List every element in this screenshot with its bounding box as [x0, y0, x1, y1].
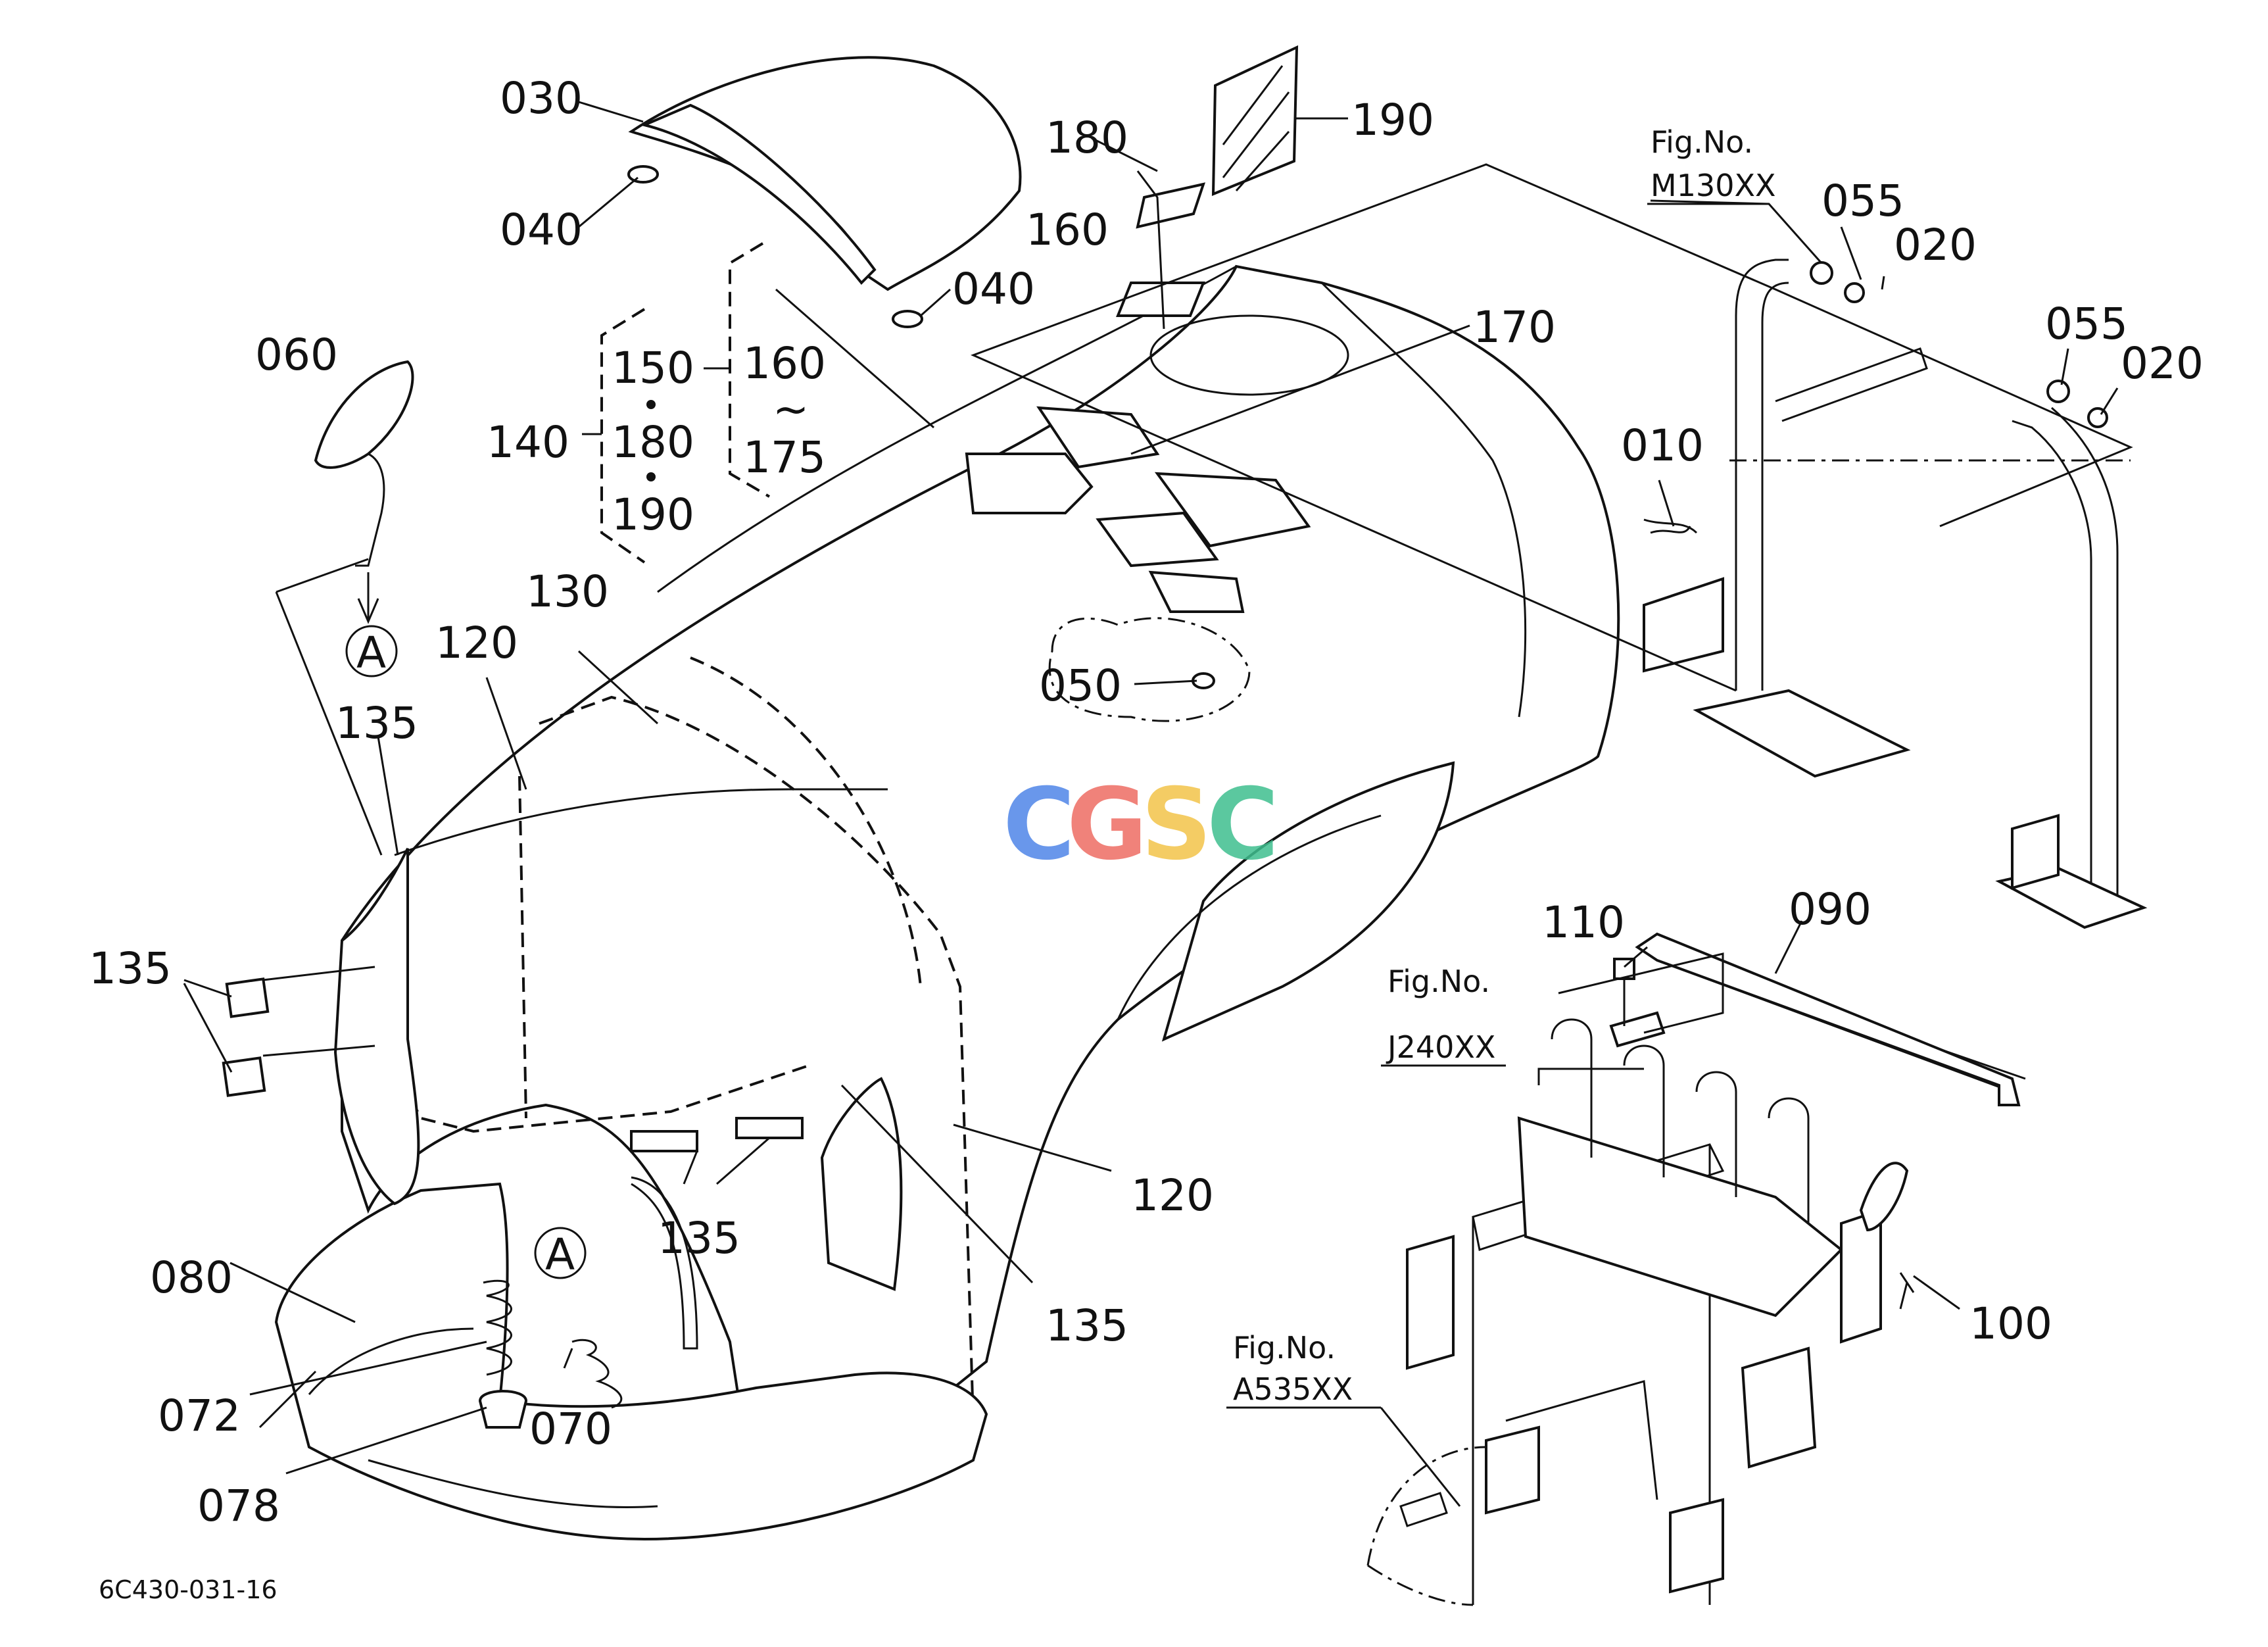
decal-135-3	[630, 1130, 698, 1152]
callout-180-group: 180	[612, 417, 694, 468]
decal-135-2	[222, 1056, 266, 1097]
callout-040-right: 040	[952, 264, 1035, 314]
callout-150: 150	[612, 343, 694, 393]
fig-ref-a535xx-l1: Fig.No.	[1233, 1330, 1336, 1365]
callout-135-left: 135	[89, 943, 172, 994]
decal-190	[1211, 45, 1299, 196]
m130xx-frame-lines	[971, 163, 2133, 692]
decal-135-1	[225, 977, 270, 1018]
callout-160-group: 160	[743, 338, 826, 389]
callout-175: 175	[743, 432, 826, 483]
cable-010	[1643, 518, 1698, 534]
callout-072: 072	[158, 1390, 241, 1441]
callout-140: 140	[487, 417, 569, 468]
watermark-logo: C G S C	[1003, 768, 1279, 882]
bracket-frame-lines	[1558, 952, 1724, 1034]
group-bracket-140	[600, 308, 646, 564]
callout-190-top: 190	[1351, 95, 1434, 145]
callout-050: 050	[1039, 660, 1122, 711]
callout-080: 080	[150, 1252, 233, 1303]
callout-135-top: 135	[335, 698, 418, 749]
callout-070: 070	[529, 1404, 612, 1454]
callout-130: 130	[526, 566, 609, 617]
callout-160-top: 160	[1026, 205, 1109, 255]
fig-ref-j240xx-l1: Fig.No.	[1387, 964, 1490, 999]
callout-090: 090	[1789, 884, 1871, 935]
callout-020-top: 020	[1894, 220, 1977, 270]
view-marker-a-1	[345, 625, 398, 677]
stopper-078	[478, 1390, 528, 1429]
bolt-110	[1613, 958, 1635, 1026]
watermark-letter-s: S	[1141, 768, 1212, 882]
washer-040-right	[892, 310, 923, 328]
callout-120-right: 120	[1131, 1170, 1214, 1221]
callout-020-right: 020	[2121, 338, 2204, 389]
callout-055-right: 055	[2045, 299, 2128, 349]
callout-180-top: 180	[1046, 112, 1128, 163]
callout-120-left: 120	[435, 618, 518, 668]
callout-010: 010	[1621, 420, 1704, 471]
rops-frame	[1643, 258, 2148, 929]
callout-030: 030	[500, 73, 583, 124]
spring-070	[571, 1339, 623, 1409]
fig-ref-a535xx-l2: A535XX	[1233, 1371, 1353, 1407]
callout-170: 170	[1473, 302, 1556, 353]
drawing-code: 6C430-031-16	[99, 1575, 277, 1604]
callout-tilde: ~	[773, 384, 809, 435]
fig-ref-m130xx-l2: M130XX	[1651, 168, 1776, 203]
watermark-letter-g: G	[1067, 768, 1147, 882]
washer-040-left	[627, 165, 659, 184]
dot-separator-2	[646, 472, 656, 481]
decal-135-4	[735, 1117, 804, 1139]
bar-090	[1635, 932, 2021, 1106]
dot-separator-1	[646, 400, 656, 409]
front-fender-left	[333, 848, 420, 1206]
detail-050-outline	[1048, 617, 1251, 722]
callout-055-top: 055	[1822, 176, 1904, 226]
callout-078: 078	[197, 1481, 280, 1531]
callout-060: 060	[255, 330, 338, 380]
front-grille	[274, 1182, 988, 1541]
leader-lines	[183, 101, 2119, 1507]
battery-frame	[1366, 946, 2026, 1606]
top-cover-030	[628, 56, 1022, 291]
watermark-letter-c1: C	[1003, 768, 1075, 882]
callout-100: 100	[1969, 1298, 2052, 1349]
marker-a-2-label: A	[545, 1229, 575, 1280]
fig-ref-m130xx-l1: Fig.No.	[1651, 124, 1753, 160]
callout-135-right: 135	[1046, 1300, 1128, 1351]
marker-a-1-label: A	[356, 627, 386, 678]
callout-040-left: 040	[500, 205, 583, 255]
pin-100	[1899, 1272, 1915, 1310]
callout-135-center: 135	[658, 1213, 740, 1264]
watermark-letter-c2: C	[1207, 768, 1279, 882]
callout-110: 110	[1542, 897, 1625, 948]
spring-072	[483, 1279, 512, 1376]
mirror-060	[314, 360, 414, 567]
fig-ref-j240xx-l2: J240XX	[1386, 1029, 1495, 1065]
callout-190-group: 190	[612, 489, 694, 540]
gas-strut-arrow	[631, 1176, 698, 1350]
view-marker-a-2	[534, 1227, 587, 1279]
decal-180	[1136, 182, 1206, 229]
